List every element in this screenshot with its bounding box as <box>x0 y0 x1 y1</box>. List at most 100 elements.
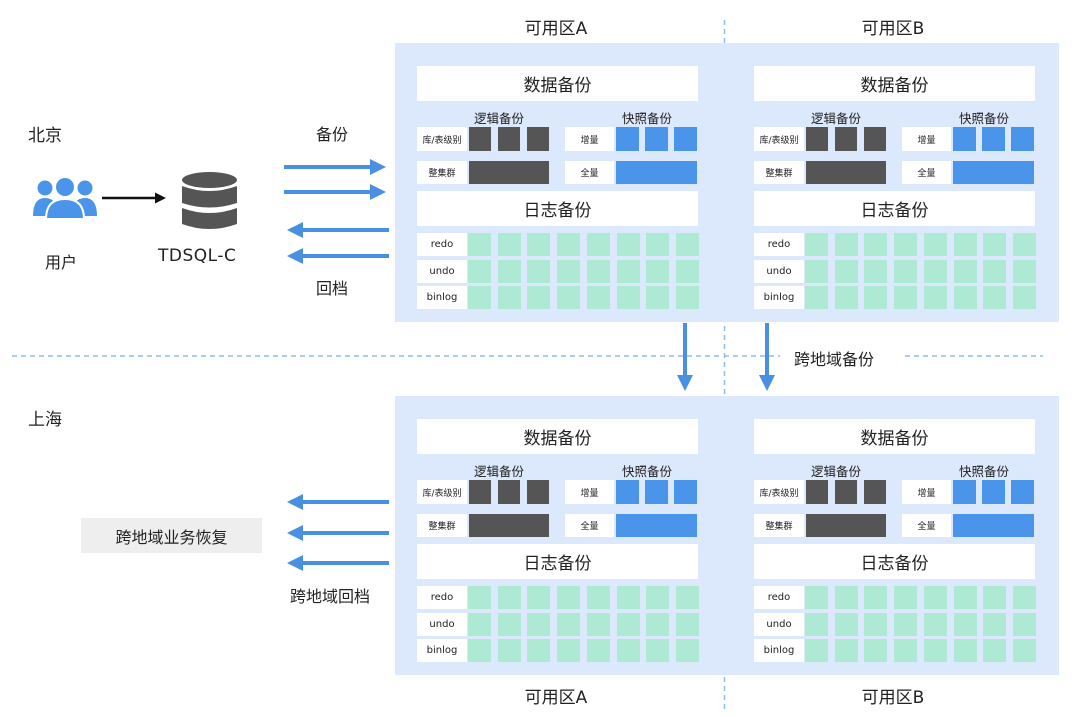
log-cell <box>527 586 551 609</box>
snapshot-row-label: 全量 <box>902 514 951 537</box>
log-cell <box>675 260 699 283</box>
log-cell <box>557 639 581 662</box>
zone-label-bottom-b: 可用区B <box>861 688 925 708</box>
log-row-label: redo <box>417 586 467 609</box>
logical-row-label: 库/表级别 <box>417 480 467 504</box>
log-row-label: redo <box>754 586 804 609</box>
snapshot-full-bar <box>616 161 697 184</box>
log-cell <box>1012 639 1036 662</box>
log-cell <box>805 286 828 309</box>
log-cell <box>834 639 858 662</box>
log-cell <box>675 639 699 662</box>
log-row-label: redo <box>754 233 804 256</box>
logical-backup-label: 逻辑备份 <box>473 111 524 126</box>
backup-label: 备份 <box>316 125 349 144</box>
logical-table-cell <box>498 127 520 151</box>
log-cell <box>557 233 581 256</box>
log-cell <box>586 639 610 662</box>
logical-table-cell <box>469 480 491 504</box>
snapshot-incremental-cell <box>1011 480 1034 504</box>
log-row-label: binlog <box>754 286 804 309</box>
log-cell <box>834 586 858 609</box>
log-row-label: binlog <box>754 639 804 662</box>
snapshot-incremental-cell <box>1011 127 1034 151</box>
user-label: 用户 <box>45 253 78 272</box>
log-cell <box>894 233 918 256</box>
snapshot-backup-label: 快照备份 <box>621 111 672 126</box>
data-backup-header: 数据备份 <box>754 419 1035 454</box>
log-cell <box>527 613 551 636</box>
log-cell <box>983 233 1007 256</box>
log-cell <box>557 613 581 636</box>
log-cell <box>468 233 491 256</box>
log-cell <box>864 260 888 283</box>
data-backup-header: 数据备份 <box>754 66 1035 101</box>
snapshot-full-bar <box>616 514 697 537</box>
log-cell <box>616 639 640 662</box>
log-cell <box>983 260 1007 283</box>
log-cell <box>1012 586 1036 609</box>
logical-table-cell <box>806 480 828 504</box>
log-cell <box>805 260 828 283</box>
log-cell <box>527 260 551 283</box>
snapshot-incremental-cell <box>674 127 697 151</box>
log-cell <box>468 613 491 636</box>
log-cell <box>527 233 551 256</box>
logical-row-label: 库/表级别 <box>754 480 804 504</box>
log-cell <box>953 260 977 283</box>
log-cell <box>923 233 947 256</box>
logical-table-cell <box>835 127 857 151</box>
logical-row-label: 整集群 <box>754 161 804 184</box>
log-cell <box>923 586 947 609</box>
log-cell <box>497 286 521 309</box>
log-cell <box>805 233 828 256</box>
log-cell <box>864 613 888 636</box>
logical-table-cell <box>806 127 828 151</box>
log-cell <box>616 586 640 609</box>
log-row-label: redo <box>417 233 467 256</box>
log-cell <box>894 613 918 636</box>
log-cell <box>497 586 521 609</box>
log-cell <box>616 613 640 636</box>
snapshot-row-label: 增量 <box>565 480 614 504</box>
snapshot-row-label: 全量 <box>902 161 951 184</box>
snapshot-backup-label: 快照备份 <box>621 464 672 479</box>
log-backup-header: 日志备份 <box>754 191 1035 226</box>
log-cell <box>834 260 858 283</box>
log-cell <box>557 260 581 283</box>
logical-cluster-bar <box>469 514 549 537</box>
log-cell <box>983 613 1007 636</box>
log-cell <box>894 586 918 609</box>
users-icon <box>33 176 97 220</box>
log-cell <box>646 260 670 283</box>
region-label-beijing: 北京 <box>28 126 62 146</box>
log-cell <box>646 286 670 309</box>
log-cell <box>864 639 888 662</box>
snapshot-incremental-cell <box>616 127 639 151</box>
log-cell <box>616 260 640 283</box>
log-cell <box>1012 613 1036 636</box>
snapshot-full-bar <box>953 514 1034 537</box>
log-cell <box>468 260 491 283</box>
log-cell <box>953 639 977 662</box>
logical-row-label: 整集群 <box>417 514 467 537</box>
snapshot-incremental-cell <box>953 480 976 504</box>
data-backup-header: 数据备份 <box>417 66 698 101</box>
cross-region-rollback-label: 跨地域回档 <box>290 587 371 606</box>
logical-cluster-bar <box>806 161 886 184</box>
log-backup-header: 日志备份 <box>417 544 698 579</box>
log-cell <box>675 286 699 309</box>
log-cell <box>468 286 491 309</box>
zone-label-bottom-a: 可用区A <box>524 688 588 708</box>
snapshot-row-label: 增量 <box>902 480 951 504</box>
log-cell <box>923 260 947 283</box>
log-cell <box>675 233 699 256</box>
log-cell <box>953 233 977 256</box>
log-row-label: undo <box>754 260 804 283</box>
log-cell <box>1012 260 1036 283</box>
snapshot-row-label: 全量 <box>565 514 614 537</box>
logical-cluster-bar <box>806 514 886 537</box>
logical-row-label: 库/表级别 <box>417 127 467 151</box>
log-cell <box>864 286 888 309</box>
logical-backup-label: 逻辑备份 <box>473 464 524 479</box>
